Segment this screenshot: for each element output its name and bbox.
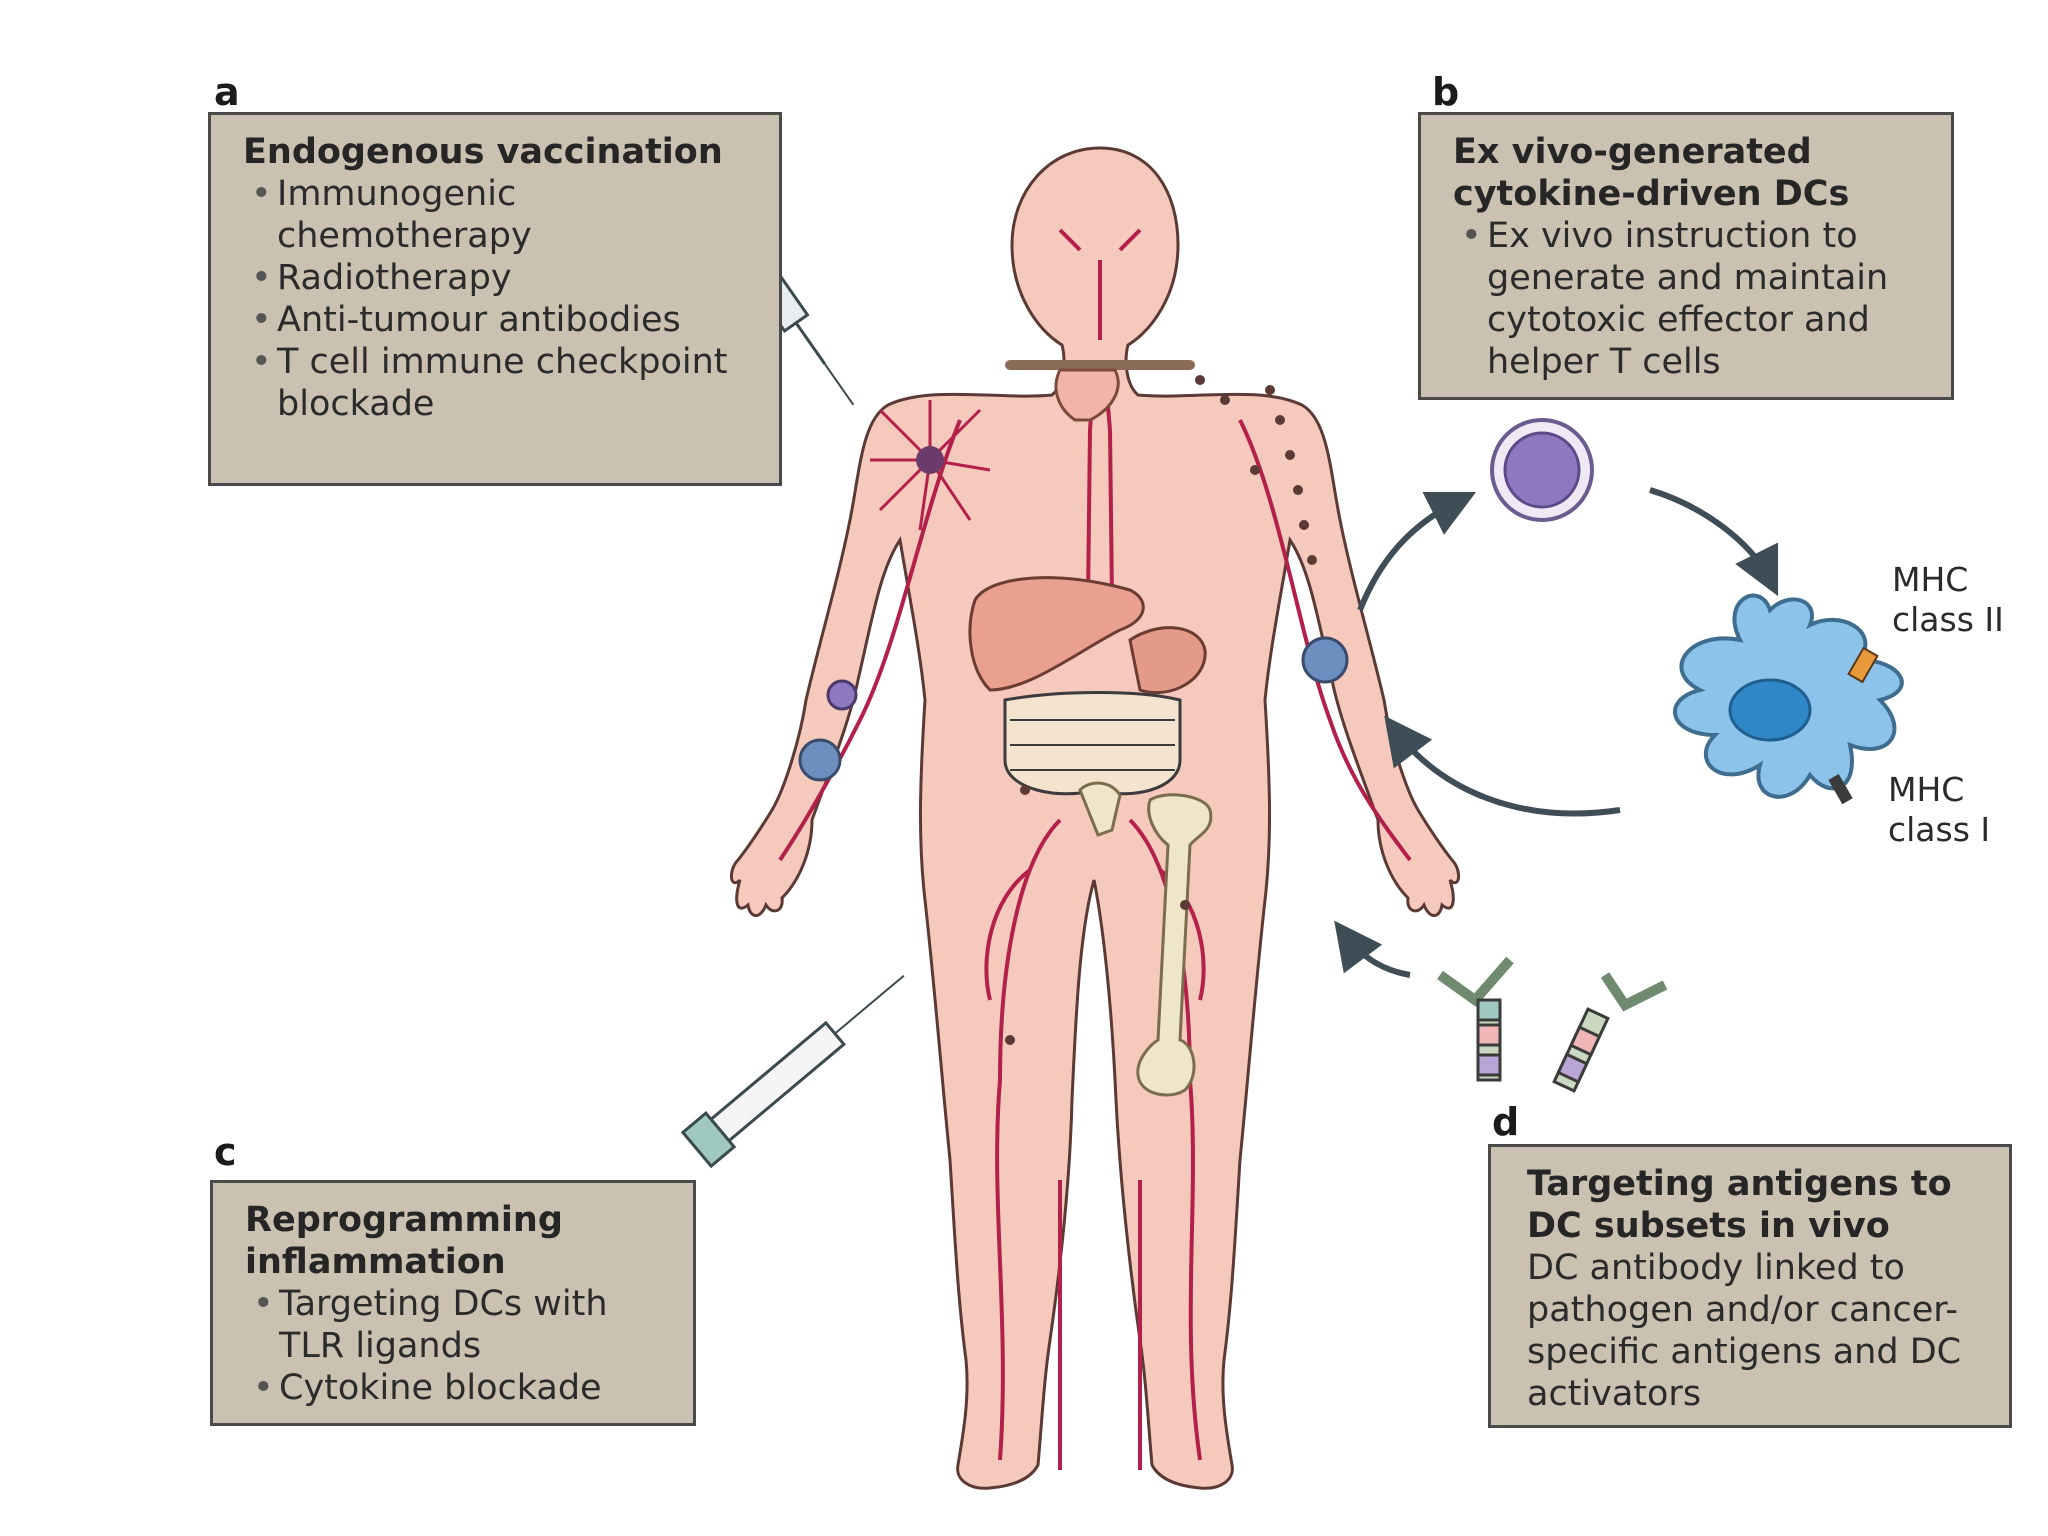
panel-c-item: Cytokine blockade [245,1367,677,1409]
panel-a-item: Immunogenic chemotherapy [243,173,763,257]
syringe-bottom [680,974,905,1169]
dendritic-cell [1672,593,1904,805]
panel-c-list: Targeting DCs with TLR ligands Cytokine … [245,1283,677,1409]
antibody-1 [1437,956,1514,1082]
abdominal-organs [968,576,1207,796]
dc-cell-right-arm [1301,636,1349,684]
panel-c-title: Reprogramming inflammation [245,1200,563,1282]
lymph-dots [1005,375,1317,1045]
panel-letter-b: b [1432,70,1460,114]
panel-letter-a: a [214,70,240,114]
femur [1136,793,1213,1097]
panel-a-item: T cell immune checkpoint blockade [243,341,763,425]
panel-d-title: Targeting antigens to DC subsets in vivo [1527,1164,1952,1246]
mhc-i-molecule [1828,774,1853,805]
mhc-class-ii-label: MHC class II [1892,560,2004,639]
heart [1054,368,1120,422]
panel-c-item: Targeting DCs with TLR ligands [245,1283,677,1367]
panel-letter-d: d [1492,1100,1520,1144]
panel-a-item: Anti-tumour antibodies [243,299,763,341]
panel-b-title: Ex vivo-generated cytokine-driven DCs [1453,132,1850,214]
cycle-arrows [1334,487,1779,978]
panel-a-title: Endogenous vaccination [243,132,723,172]
liver [968,576,1145,692]
panel-b-item: Ex vivo instruction to generate and main… [1453,215,1935,383]
mhc-class-i-label: MHC class I [1888,770,1991,849]
pelvis [1078,781,1122,837]
stomach [1128,626,1207,695]
intestines [1003,691,1182,796]
bones [1078,781,1213,1097]
lymph-node-cluster [870,400,991,531]
panel-a-item: Radiotherapy [243,257,763,299]
thorax [1005,360,1195,422]
panel-b-list: Ex vivo instruction to generate and main… [1453,215,1935,383]
antibody-2 [1552,972,1668,1093]
panel-c-box: Reprogramming inflammation Targeting DCs… [210,1180,696,1426]
panel-b-box: Ex vivo-generated cytokine-driven DCs Ex… [1418,112,1954,400]
t-cell [1490,418,1594,522]
panel-a-box: Endogenous vaccination Immunogenic chemo… [208,112,782,486]
dc-cell-left-arm [798,679,858,782]
panel-d-box: Targeting antigens to DC subsets in vivo… [1488,1144,2012,1428]
panel-letter-c: c [214,1130,237,1174]
panel-d-body: DC antibody linked to pathogen and/or ca… [1527,1248,1962,1414]
mhc-ii-molecule [1847,646,1879,684]
panel-a-list: Immunogenic chemotherapy Radiotherapy An… [243,173,763,425]
